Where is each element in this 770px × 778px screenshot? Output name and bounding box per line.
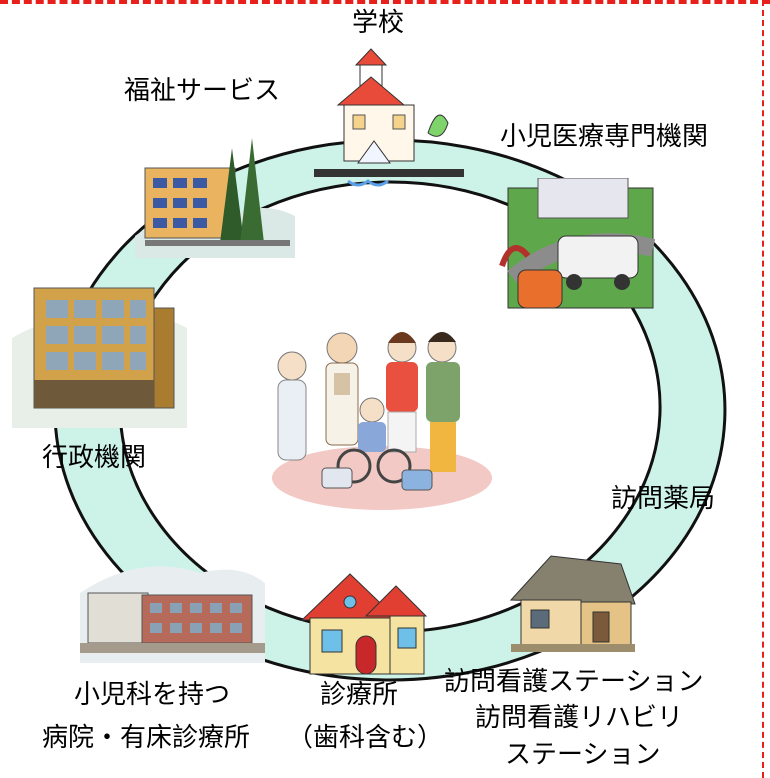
label-welfare: 福祉サービス xyxy=(124,76,281,106)
government-office-icon xyxy=(12,287,187,428)
label-administration: 行政機関 xyxy=(42,443,147,473)
ambulance-hospital-phone-icon xyxy=(499,178,656,309)
label-nursing-line1: 訪問看護ステーション xyxy=(444,667,704,697)
label-nursing-line2: 訪問看護リハビリ xyxy=(475,703,684,733)
label-clinic-line2: （歯科含む） xyxy=(287,723,444,753)
label-school: 学校 xyxy=(352,8,405,38)
frame-right-border xyxy=(762,0,764,778)
house-clinic-icon xyxy=(300,573,428,675)
cottage-nursing-station-icon xyxy=(509,555,636,652)
label-hospital-line1: 小児科を持つ xyxy=(74,680,231,710)
label-nursing-line3: ステーション xyxy=(505,740,661,770)
label-home-pharmacy: 訪問薬局 xyxy=(611,484,716,514)
hospital-building-icon xyxy=(80,566,265,663)
family-with-wheelchair-child-icon xyxy=(272,332,492,510)
label-clinic-line1: 診療所 xyxy=(320,680,399,710)
frame-top-border xyxy=(0,0,770,4)
welfare-facility-icon xyxy=(135,138,295,258)
label-hospital-line2: 病院・有床診療所 xyxy=(42,723,251,753)
school-building-icon xyxy=(314,48,464,187)
label-pediatric-specialist: 小児医療専門機関 xyxy=(500,122,709,152)
